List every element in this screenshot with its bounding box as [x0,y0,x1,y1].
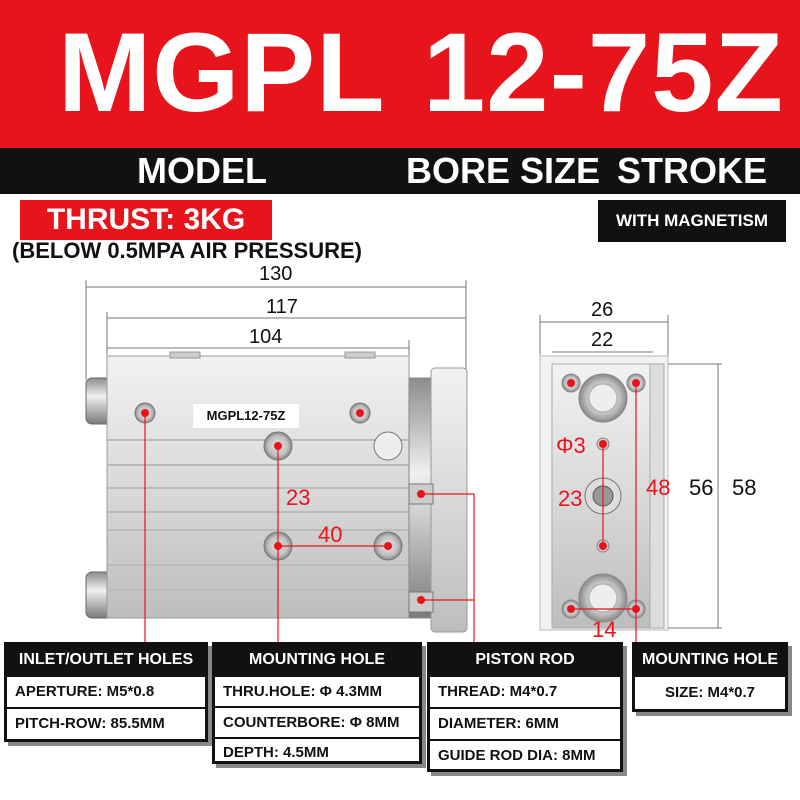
spec-box-piston: PISTON ROD THREAD: M4*0.7 DIAMETER: 6MM … [427,642,623,772]
magnetism-badge: WITH MAGNETISM [598,200,786,242]
stroke-label: STROKE [617,150,768,191]
dim-height-inner: 56 [689,475,714,500]
spec-title: PISTON ROD [430,645,620,675]
spec-row: PITCH-ROW: 85.5MM [7,707,205,739]
dim-hole-pitch: 40 [318,522,343,547]
model-name: MGPL [58,10,386,135]
spec-row: COUNTERBORE: Φ 8MM [215,706,419,737]
spec-row: THREAD: M4*0.7 [430,675,620,707]
mounting-hole [373,431,403,461]
spec-row: APERTURE: M5*0.8 [7,675,205,707]
spec-box-mounting-2: MOUNTING HOLE SIZE: M4*0.7 [632,642,788,712]
spec-box-inlet: INLET/OUTLET HOLES APERTURE: M5*0.8 PITC… [4,642,208,742]
thrust-badge: THRUST: 3KG [20,200,272,240]
size-code: 12-75Z [423,10,784,135]
label-bar: MODEL BORE SIZE STROKE [0,148,800,194]
end-plate [430,367,468,633]
dim-overall: 130 [259,263,293,285]
spec-title: MOUNTING HOLE [635,645,785,675]
banner-title: MGPL 12-75Z [0,8,800,148]
dim-inner: 104 [249,326,283,348]
dim-bottom-pitch: 14 [592,617,617,642]
dim-height-outer: 58 [732,475,757,500]
dim-end-hole-pitch: 48 [646,475,671,500]
dim-end-inner: 22 [591,329,614,351]
bore-size-label: BORE SIZE [406,150,601,191]
dim-end-width: 26 [591,299,614,321]
dim-rod-spacing: 23 [286,485,311,510]
title-banner: MGPL 12-75Z [0,0,800,148]
model-label: MODEL [137,150,267,191]
spec-row: GUIDE ROD DIA: 8MM [430,739,620,771]
spec-row: THRU.HOLE: Φ 4.3MM [215,675,419,706]
spec-title: MOUNTING HOLE [215,645,419,675]
spec-box-mounting: MOUNTING HOLE THRU.HOLE: Φ 4.3MM COUNTER… [212,642,422,764]
pressure-note: (BELOW 0.5MPA AIR PRESSURE) [12,238,362,263]
red-leader-lines [144,413,475,642]
spec-title: INLET/OUTLET HOLES [7,645,205,675]
dim-phi: Φ3 [556,433,586,458]
dim-end-center: 23 [558,486,583,511]
dim-body: 117 [266,296,298,318]
spec-row: SIZE: M4*0.7 [635,675,785,709]
spec-row: DIAMETER: 6MM [430,707,620,739]
model-plate: MGPL12-75Z [193,404,299,428]
spec-row: DEPTH: 4.5MM [215,737,419,767]
